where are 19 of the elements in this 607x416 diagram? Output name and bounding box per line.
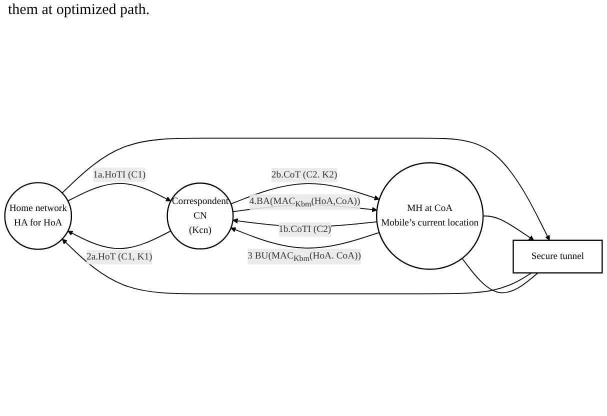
arrow xyxy=(230,183,380,204)
edge-label: 1b.CoTI (C2) xyxy=(278,224,332,234)
arrow xyxy=(62,138,550,241)
note-text: them at optimized path. xyxy=(8,2,150,18)
node-circle: MH at CoA Mobile’s current location xyxy=(376,162,484,270)
edge-label: 4.BA(MAC$_{Kbm}$(HoA,CoA)) xyxy=(249,196,360,208)
edge-label: 3 BU(MAC$_{Kbm}$(HoA. CoA)) xyxy=(248,250,361,263)
node-box: Secure tunnel xyxy=(512,240,603,274)
edge-label: 1a.HoTI (C1) xyxy=(93,169,146,180)
connector xyxy=(462,258,538,294)
node-circle: Correspondent CN (Kcn) xyxy=(166,182,234,250)
arrow xyxy=(482,216,534,241)
arrow xyxy=(68,230,172,250)
arrow xyxy=(67,182,172,202)
edge-label: 2b.CoT (C2. K2) xyxy=(271,170,338,180)
edge-label: 2a.HoT (C1, K1) xyxy=(86,252,152,262)
arrow xyxy=(62,238,532,294)
node-circle: Home network HA for HoA xyxy=(4,182,72,250)
arrow xyxy=(230,227,380,249)
